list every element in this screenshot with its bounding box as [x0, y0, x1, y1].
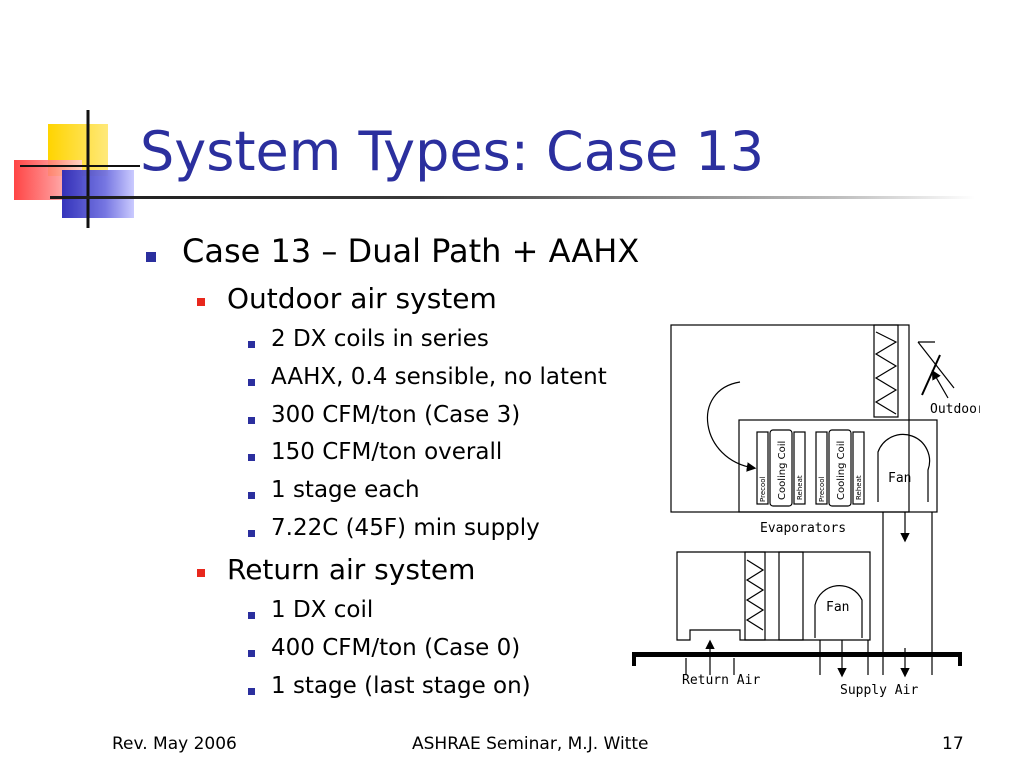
reheat-coil-2 — [852, 431, 865, 505]
floor-line — [632, 652, 962, 657]
evaporator-box — [738, 419, 938, 513]
label-fan-lower: Fan — [826, 600, 849, 615]
aahx-frame — [873, 324, 899, 418]
bullet-outdoor-air-system: Outdoor air system — [227, 282, 497, 315]
footer-left: Rev. May 2006 — [112, 734, 237, 754]
label-outdoor-air: Outdoor Air — [930, 402, 980, 417]
bullet-marker — [248, 612, 255, 619]
label-reheat-1: Reheat — [796, 475, 804, 500]
precool-coil-1 — [756, 431, 769, 505]
bullet-marker — [248, 379, 255, 386]
label-return-air: Return Air — [682, 673, 760, 688]
label-fan-upper: Fan — [888, 471, 911, 486]
bullet-1-dx-coil: 1 DX coil — [271, 597, 374, 623]
return-dx-coil — [778, 551, 804, 641]
bullet-400-cfm: 400 CFM/ton (Case 0) — [271, 635, 521, 661]
bullet-marker — [197, 569, 205, 577]
label-evaporators: Evaporators — [760, 521, 846, 536]
bullet-last-stage: 1 stage (last stage on) — [271, 673, 531, 699]
lower-fan-shape — [814, 585, 863, 638]
bullet-marker — [146, 252, 156, 262]
label-cooling-coil-1: Cooling Coil — [777, 441, 788, 500]
bullet-marker — [197, 298, 205, 306]
bullet-1-stage-each: 1 stage each — [271, 477, 420, 503]
bullet-marker — [248, 688, 255, 695]
cooling-coil-1 — [769, 429, 793, 507]
recirc-flow-arrow — [706, 381, 757, 472]
bullet-dx-coils: 2 DX coils in series — [271, 326, 489, 352]
slide-title: System Types: Case 13 — [140, 120, 765, 183]
bullet-marker — [248, 650, 255, 657]
reheat-coil-1 — [793, 431, 806, 505]
title-divider — [50, 196, 975, 199]
bullet-aahx: AAHX, 0.4 sensible, no latent — [271, 364, 607, 390]
label-cooling-coil-2: Cooling Coil — [836, 441, 847, 500]
slide-logo — [14, 110, 140, 228]
outdoor-air-arrow — [931, 369, 949, 399]
bullet-return-air-system: Return air system — [227, 553, 476, 586]
label-reheat-2: Reheat — [855, 475, 863, 500]
bullet-marker — [248, 341, 255, 348]
label-precool-1: Precool — [759, 476, 767, 502]
bullet-300-cfm: 300 CFM/ton (Case 3) — [271, 402, 521, 428]
bullet-min-supply: 7.22C (45F) min supply — [271, 515, 540, 541]
bullet-case-13: Case 13 – Dual Path + AAHX — [182, 232, 640, 270]
bullet-marker — [248, 530, 255, 537]
aahx-zigzag — [874, 331, 898, 415]
footer-center: ASHRAE Seminar, M.J. Witte — [412, 734, 649, 754]
system-schematic: Outdoor Air Fan Evaporators Fan Return A… — [632, 324, 980, 698]
return-filter-frame — [744, 551, 766, 641]
upper-fan-shape — [877, 433, 931, 502]
bullet-marker — [248, 454, 255, 461]
outdoor-damper-blade — [921, 354, 941, 396]
label-supply-air: Supply Air — [840, 683, 918, 698]
cooling-coil-2 — [828, 429, 852, 507]
return-filter-zigzag — [745, 559, 765, 631]
return-air-unit-box — [676, 551, 871, 641]
precool-coil-2 — [815, 431, 828, 505]
bullet-marker — [248, 492, 255, 499]
logo-blue-square — [62, 170, 134, 218]
bullet-marker — [248, 417, 255, 424]
footer-page-number: 17 — [942, 734, 964, 754]
outdoor-air-unit-box — [670, 324, 910, 513]
bullet-150-cfm: 150 CFM/ton overall — [271, 439, 503, 465]
label-precool-2: Precool — [818, 476, 826, 502]
